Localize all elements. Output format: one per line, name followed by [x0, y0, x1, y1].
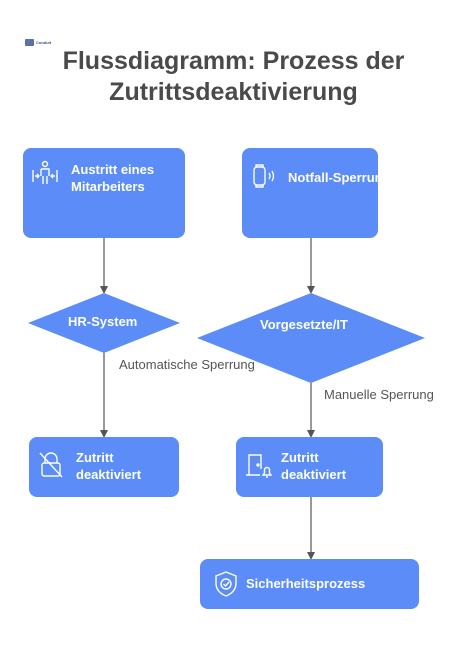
employee-exit-icon — [32, 160, 58, 190]
node-sicherheit-label: Sicherheitsprozess — [246, 576, 366, 591]
edge-label-manuell: Manuelle Sperrung — [324, 387, 434, 402]
node-notfall: Notfall-Sperrung — [242, 148, 378, 238]
lock-disabled-icon — [39, 452, 63, 482]
node-austritt-line-1: Austritt eines — [71, 162, 155, 177]
node-zutritt-left-line-1: Zutritt — [76, 450, 114, 465]
node-zutritt-right-line-2: deaktiviert — [281, 467, 347, 482]
page-title: Flussdiagramm: Prozess der Zutrittsdeakt… — [0, 46, 467, 108]
node-notfall-label: Notfall-Sperrung — [288, 170, 378, 185]
title-line-2: Zutrittsdeaktivierung — [109, 78, 358, 106]
hr-system-label: HR-System — [68, 314, 138, 329]
vorgesetzte-diamond — [197, 293, 425, 383]
node-zutritt-right: Zutritt deaktiviert — [236, 437, 383, 497]
node-zutritt-left: Zutritt deaktiviert — [29, 437, 179, 497]
edge-label-automatisch: Automatische Sperrung — [119, 357, 255, 372]
node-austritt-line-2: Mitarbeiters — [71, 179, 145, 194]
node-zutritt-right-line-1: Zutritt — [281, 450, 319, 465]
logo-mark-icon — [25, 39, 34, 46]
vorgesetzte-label: Vorgesetzte/IT — [260, 317, 348, 332]
node-zutritt-left-line-2: deaktiviert — [76, 467, 142, 482]
hr-system-diamond — [28, 293, 180, 353]
brand-logo: Conduit — [25, 39, 51, 46]
node-austritt: Austritt eines Mitarbeiters — [23, 148, 185, 238]
logo-text: Conduit — [36, 39, 52, 45]
wearable-signal-icon — [252, 164, 278, 192]
node-sicherheit: Sicherheitsprozess — [200, 559, 419, 609]
door-alarm-icon — [245, 451, 273, 483]
shield-check-icon — [214, 571, 238, 601]
title-line-1: Flussdiagramm: Prozess der — [62, 47, 405, 75]
